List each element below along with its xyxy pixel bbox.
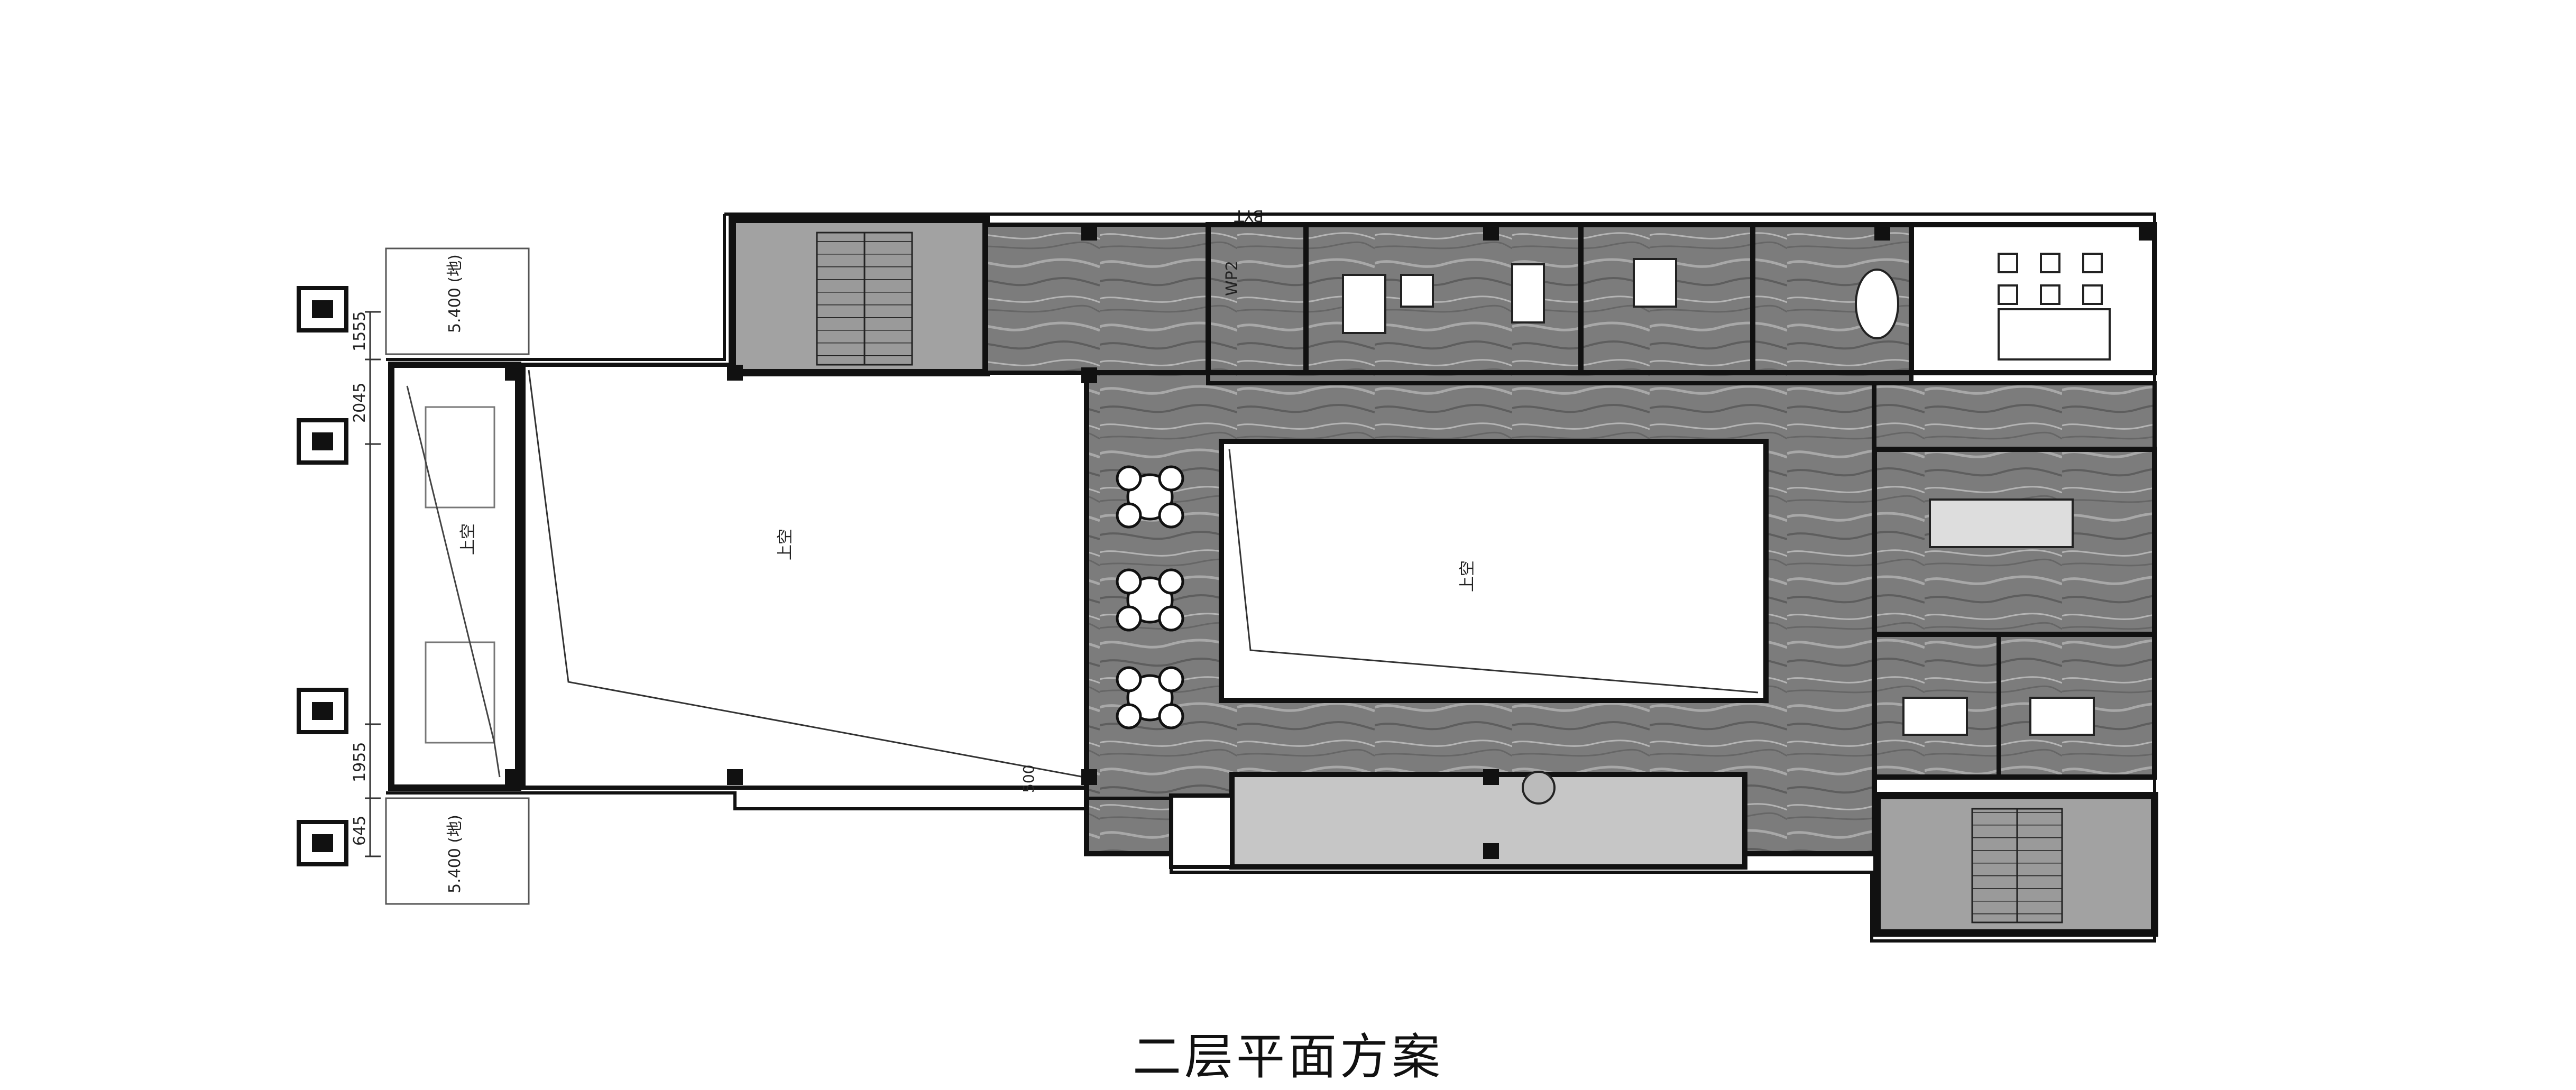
dimension-2045: 2045 <box>351 383 369 423</box>
void-label-atrium: 上空 <box>1458 560 1477 592</box>
exterior-columns <box>297 286 348 866</box>
lounge-seating <box>1116 465 1184 729</box>
elevation-label-bottom: 5.400 (地) <box>446 815 464 893</box>
dimension-1955: 1955 <box>351 742 369 782</box>
label-500: 500 <box>1020 765 1037 793</box>
marble-floor-top-left <box>984 223 1210 375</box>
main-void: 上空 500 <box>521 363 1089 793</box>
elevation-label-top: 5.400 (地) <box>446 254 464 333</box>
void-label-left: 上空 <box>459 523 477 555</box>
plan-title: 二层平面方案 <box>1132 1029 1443 1085</box>
right-rooms <box>1872 381 2157 780</box>
bottom-lobby <box>1169 771 1747 870</box>
dimension-645: 645 <box>351 816 369 846</box>
office-furniture <box>1342 258 2111 361</box>
outer-wall <box>386 213 2156 943</box>
void-label-main: 上空 <box>776 529 795 560</box>
structural-columns <box>505 225 2155 859</box>
left-void: 上空 <box>388 362 523 791</box>
dimension-1555: 1555 <box>351 311 369 352</box>
stair-core-bottom-right <box>1873 792 2158 937</box>
dimension-chain <box>365 311 381 857</box>
stair-core-top-left <box>729 216 990 376</box>
atrium-void: 上空 <box>1219 439 1769 703</box>
elevation-markers: 5.400 (地) 5.400 (地) <box>385 247 530 905</box>
column <box>297 286 348 332</box>
label-wp2: WP2 <box>1223 261 1241 296</box>
